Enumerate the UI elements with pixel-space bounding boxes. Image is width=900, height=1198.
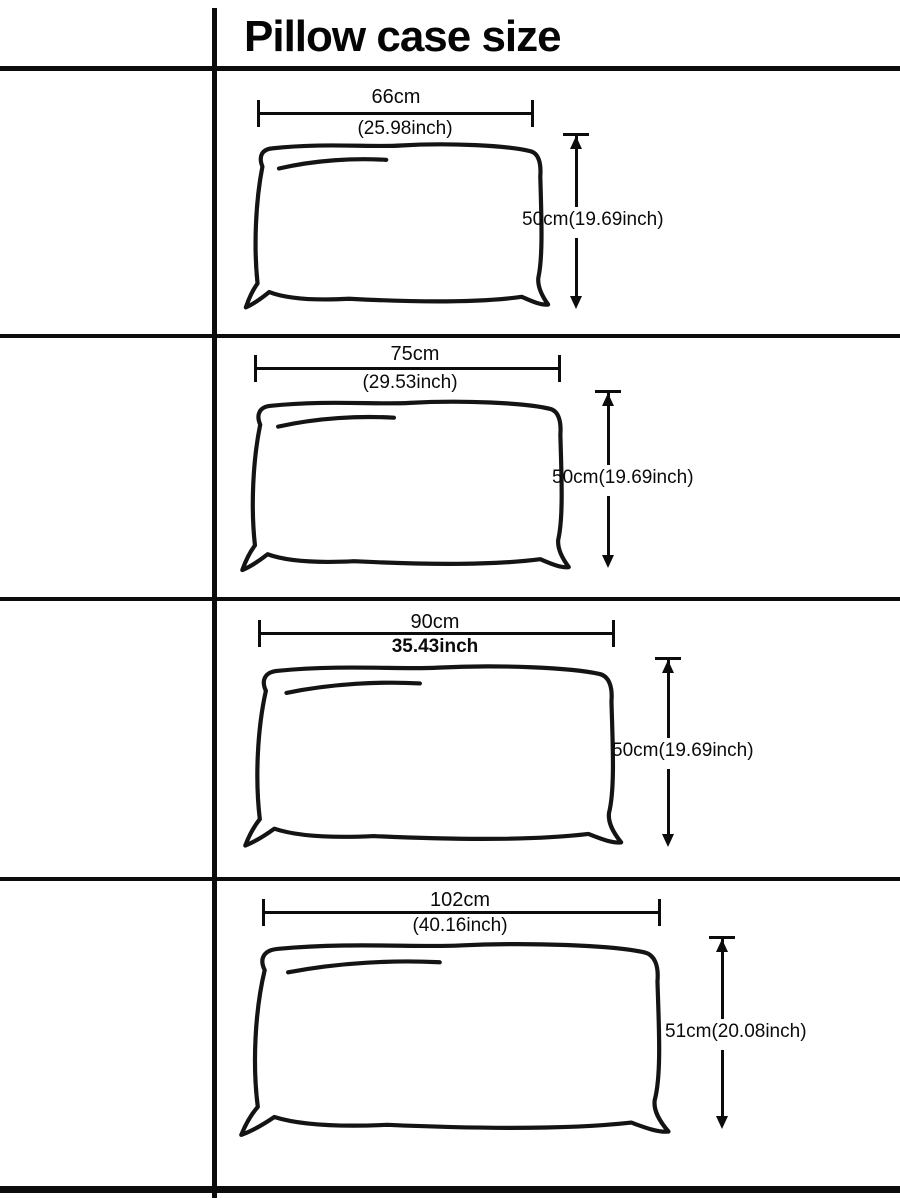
height-dimension-line	[708, 936, 736, 1129]
dimension-line	[606, 393, 610, 465]
section-divider	[0, 334, 900, 338]
arrow-down-icon	[601, 555, 614, 568]
width-label-inch: (25.98inch)	[357, 118, 453, 139]
width-label-inch: (40.16inch)	[412, 915, 508, 936]
width-label-inch: (29.53inch)	[362, 372, 458, 393]
dimension-line	[259, 632, 614, 635]
dimension-line	[666, 660, 670, 738]
dimension-tick	[558, 355, 561, 382]
height-label: 51cm(20.08inch)	[665, 1021, 807, 1042]
dimension-tick	[563, 133, 589, 136]
dimension-line	[258, 112, 533, 115]
section-divider	[0, 877, 900, 881]
height-label: 50cm(19.69inch)	[522, 209, 664, 230]
arrow-down-icon	[715, 1116, 728, 1129]
dimension-line	[574, 238, 578, 296]
width-dimension-line	[258, 620, 615, 647]
dimension-line	[263, 911, 660, 914]
height-dimension-line	[654, 657, 682, 847]
dimension-line	[720, 939, 724, 1019]
dimension-tick	[595, 390, 621, 393]
pillow-illustration	[233, 932, 674, 1145]
width-label-cm: 102cm	[429, 889, 491, 911]
chart-title: Pillow case size	[244, 12, 562, 61]
height-dimension-line	[562, 133, 590, 309]
arrow-down-icon	[661, 834, 674, 847]
width-label-cm: 90cm	[410, 611, 460, 633]
bottom-border-line	[0, 1186, 900, 1193]
width-label-cm: 75cm	[390, 343, 440, 365]
dimension-tick	[655, 657, 681, 660]
dimension-line	[720, 1049, 724, 1116]
width-dimension-line	[254, 355, 561, 382]
width-label-cm: 66cm	[371, 86, 421, 108]
dimension-line	[606, 496, 610, 555]
width-dimension-line	[257, 100, 534, 127]
width-label-inch: 35.43inch	[391, 636, 479, 657]
pillow-illustration	[240, 134, 552, 316]
pillow-illustration	[236, 391, 573, 579]
left-border-line	[212, 8, 217, 1198]
width-dimension-line	[262, 899, 661, 926]
dimension-line	[574, 136, 578, 207]
dimension-tick	[709, 936, 735, 939]
dimension-tick	[612, 620, 615, 647]
dimension-line	[666, 769, 670, 834]
dimension-tick	[658, 899, 661, 926]
dimension-line	[255, 367, 560, 370]
height-label: 50cm(19.69inch)	[552, 467, 694, 488]
section-divider	[0, 66, 900, 71]
height-dimension-line	[594, 390, 622, 568]
section-divider	[0, 597, 900, 601]
dimension-tick	[531, 100, 534, 127]
pillow-illustration	[238, 655, 626, 855]
height-label: 50cm(19.69inch)	[612, 740, 754, 761]
arrow-down-icon	[569, 296, 582, 309]
